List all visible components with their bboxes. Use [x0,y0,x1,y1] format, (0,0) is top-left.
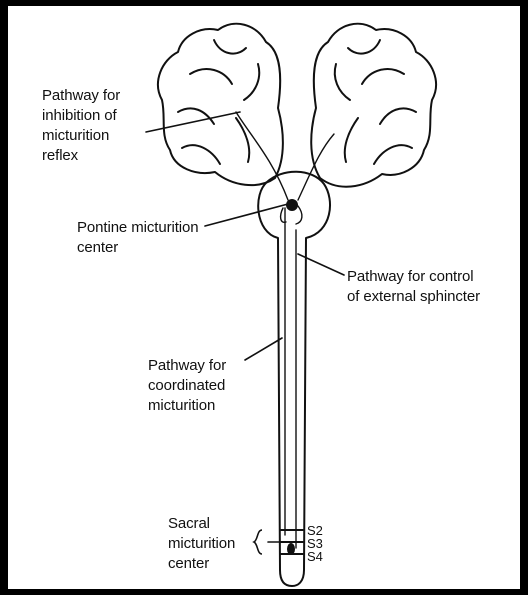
right-cortex-fold [335,64,350,100]
pontine-tract-hook [296,206,302,224]
left-cortex-fold [236,118,249,162]
left-cortex-fold [244,64,259,100]
sacral-center-dot [287,543,295,555]
right-cortex-fold [362,69,404,84]
label-sacral-center: Sacral micturition center [168,514,235,574]
sacral-brace [254,530,262,554]
label-external-sphincter-pathway: Pathway for control of external sphincte… [347,267,480,307]
right-cortex-fold [374,145,412,164]
leader-coordinated [245,338,282,360]
label-inhibition-pathway: Pathway for inhibition of micturition re… [42,86,120,166]
right-cortex-fold [380,108,416,124]
leader-pontine [205,204,288,226]
label-coordinated-pathway: Pathway for coordinated micturition [148,356,226,416]
right-cortex-fold [345,118,358,162]
left-cortex-fold [190,69,232,84]
right-cortex-fold [348,40,380,54]
left-cortex-fold [182,145,220,164]
segment-label-s4: S4 [307,550,323,564]
pontine-center-dot [286,199,298,211]
leader-inhibition [146,112,240,132]
label-pontine-center: Pontine micturition center [77,218,199,258]
left-cortex-fold [214,40,246,54]
